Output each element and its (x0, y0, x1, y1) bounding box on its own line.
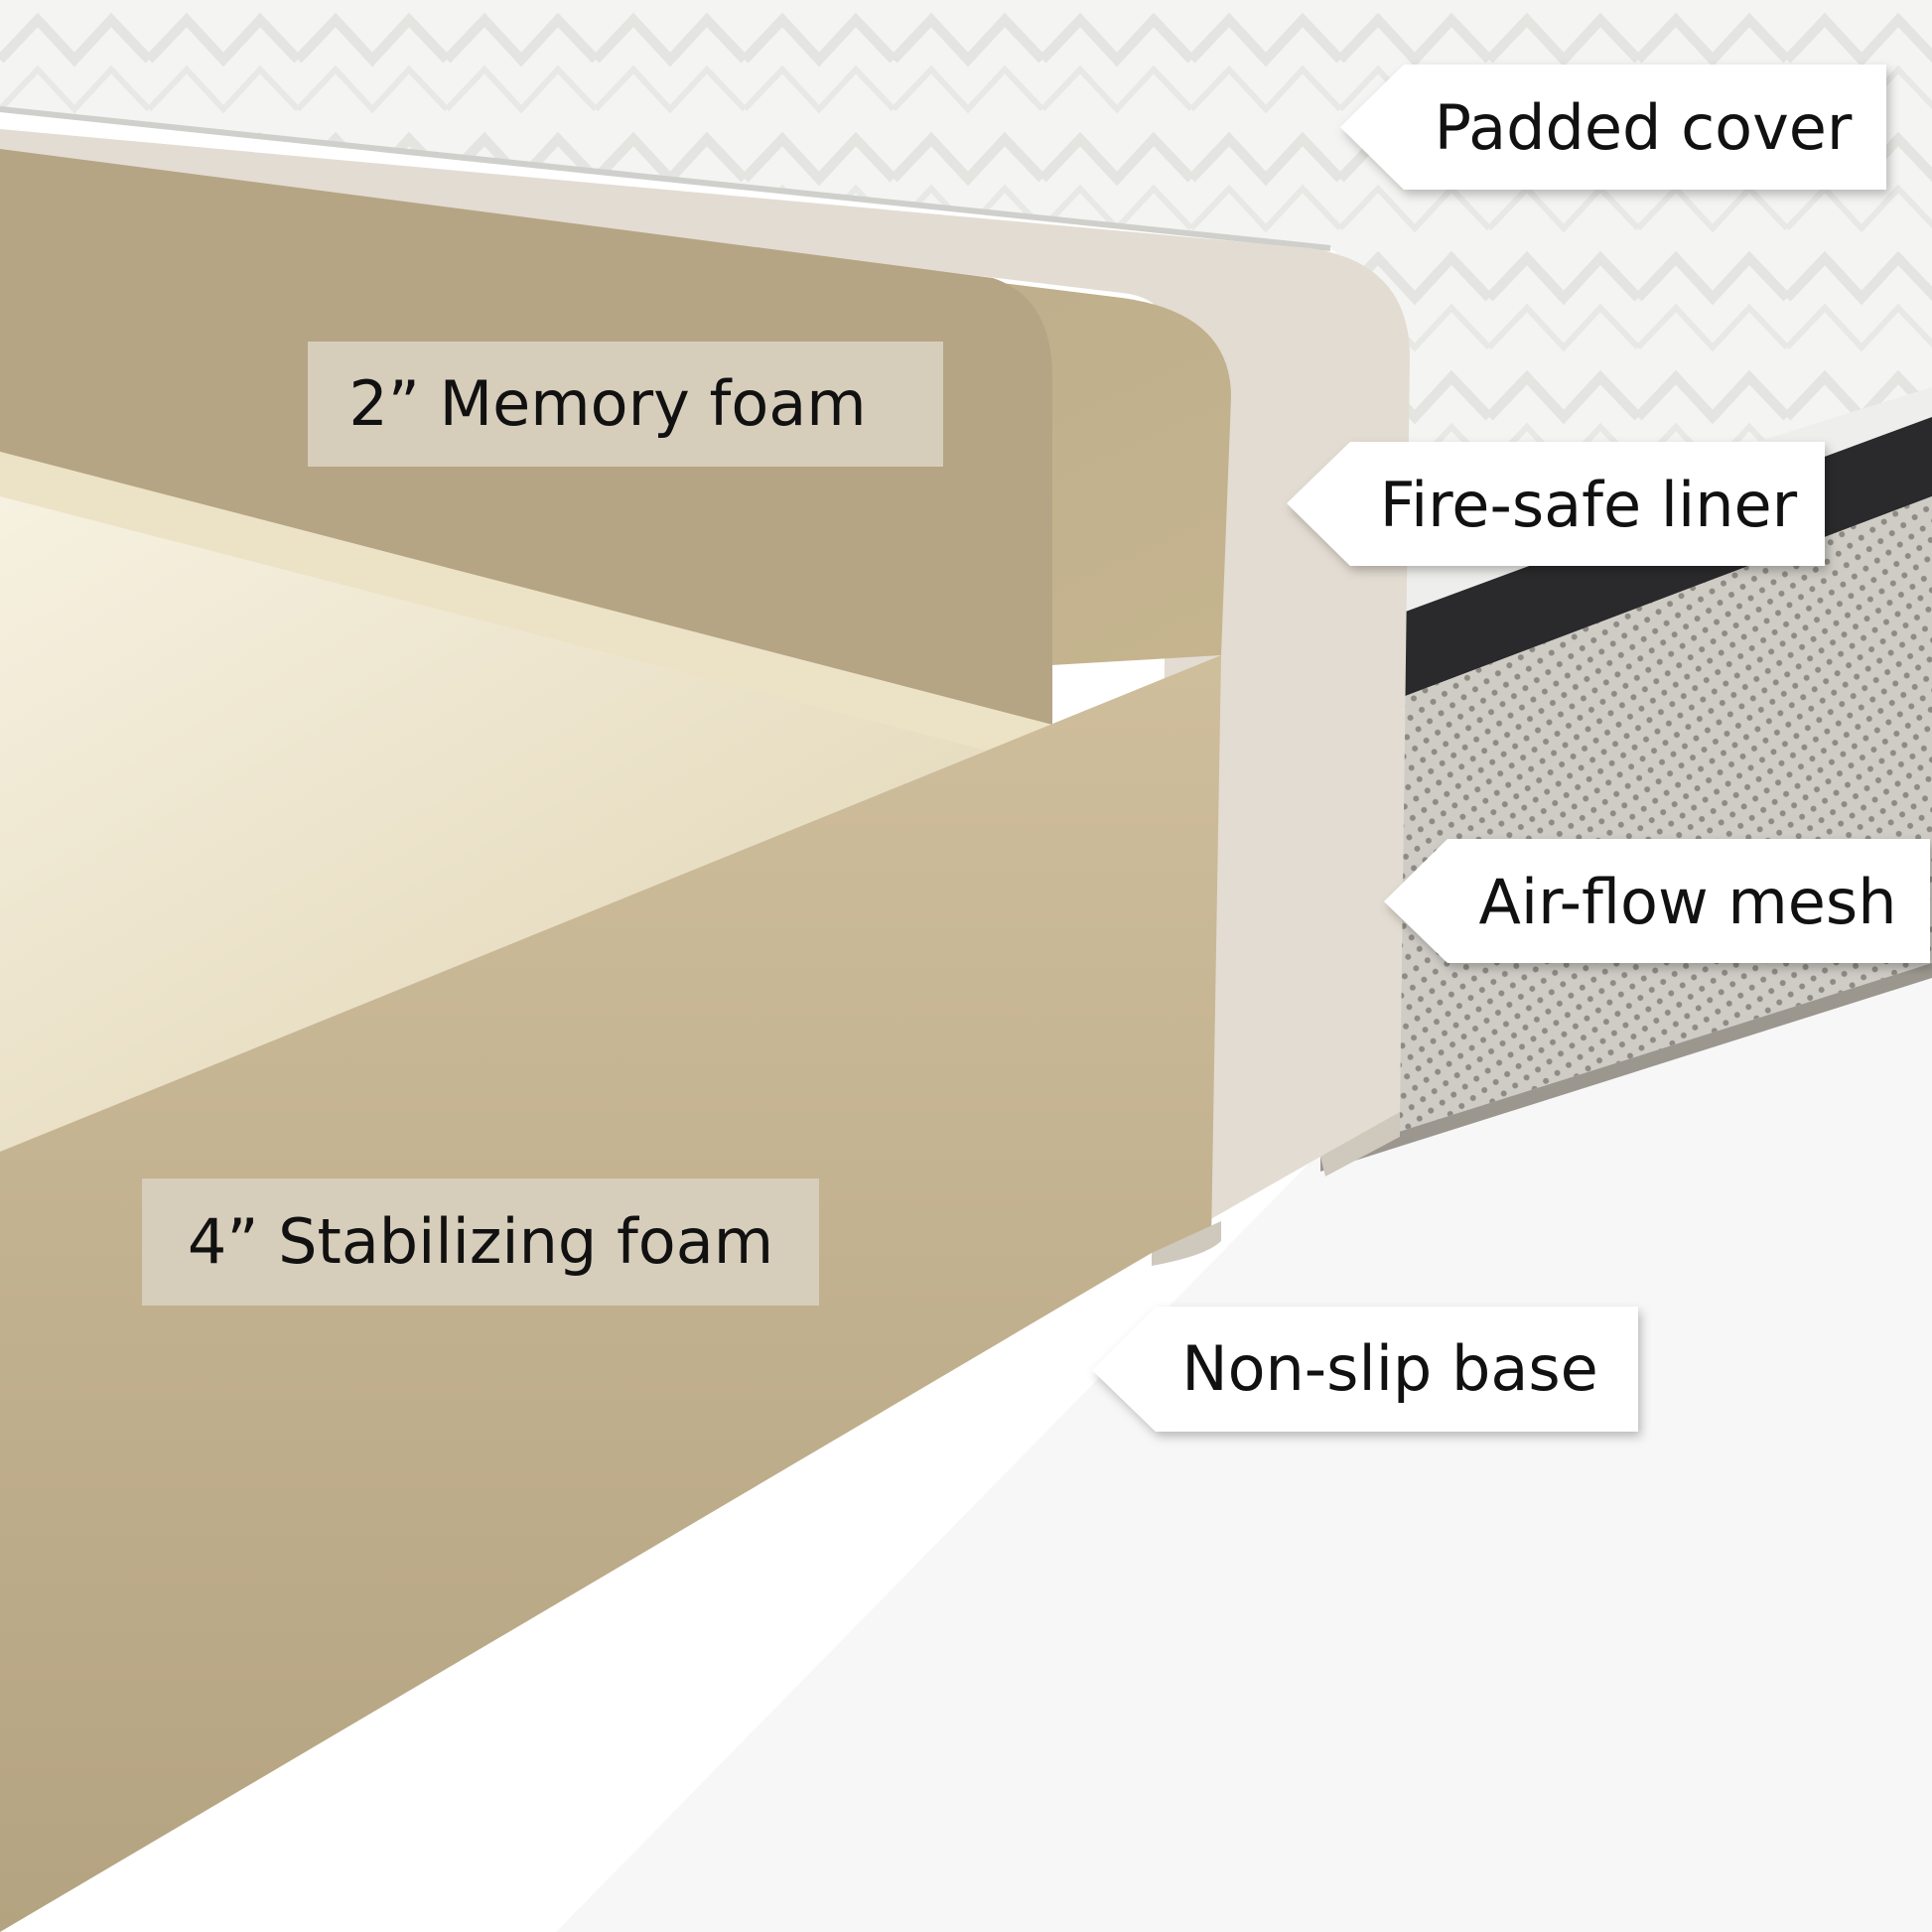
air-flow-mesh-side (1320, 496, 1932, 1157)
stabilizing-foam-top (0, 452, 1221, 1152)
callout-fire-safe-liner (1287, 442, 1825, 566)
callout-padded-cover (1340, 65, 1886, 190)
non-slip-base-label: Non-slip base (1181, 1332, 1598, 1405)
air-flow-mesh-label: Air-flow mesh (1478, 866, 1896, 938)
callout-non-slip-base (1092, 1307, 1638, 1432)
callout-arrow-bg (1287, 442, 1825, 566)
fire-safe-liner (0, 129, 1410, 1253)
callout-arrow-bg (1340, 65, 1886, 190)
cover-seam (0, 106, 1331, 251)
callout-air-flow-mesh (1384, 839, 1930, 963)
memory-foam-label-bg (308, 342, 943, 467)
memory-foam-label: 2” Memory foam (348, 367, 866, 440)
fire-safe-liner-label: Fire-safe liner (1380, 469, 1798, 541)
non-slip-base-strip (1320, 963, 1932, 1172)
stabilizing-foam-label-bg (142, 1178, 819, 1306)
foam-cut-ledge (0, 452, 1052, 755)
callout-arrow-bg (1092, 1307, 1638, 1432)
liner-bottom-edge (1320, 1112, 1400, 1176)
padded-cover-label: Padded cover (1435, 91, 1853, 164)
foam-base-edge (1152, 1221, 1221, 1266)
callout-arrow-bg (1384, 839, 1930, 963)
stabilizing-foam-label: 4” Stabilizing foam (188, 1205, 773, 1278)
